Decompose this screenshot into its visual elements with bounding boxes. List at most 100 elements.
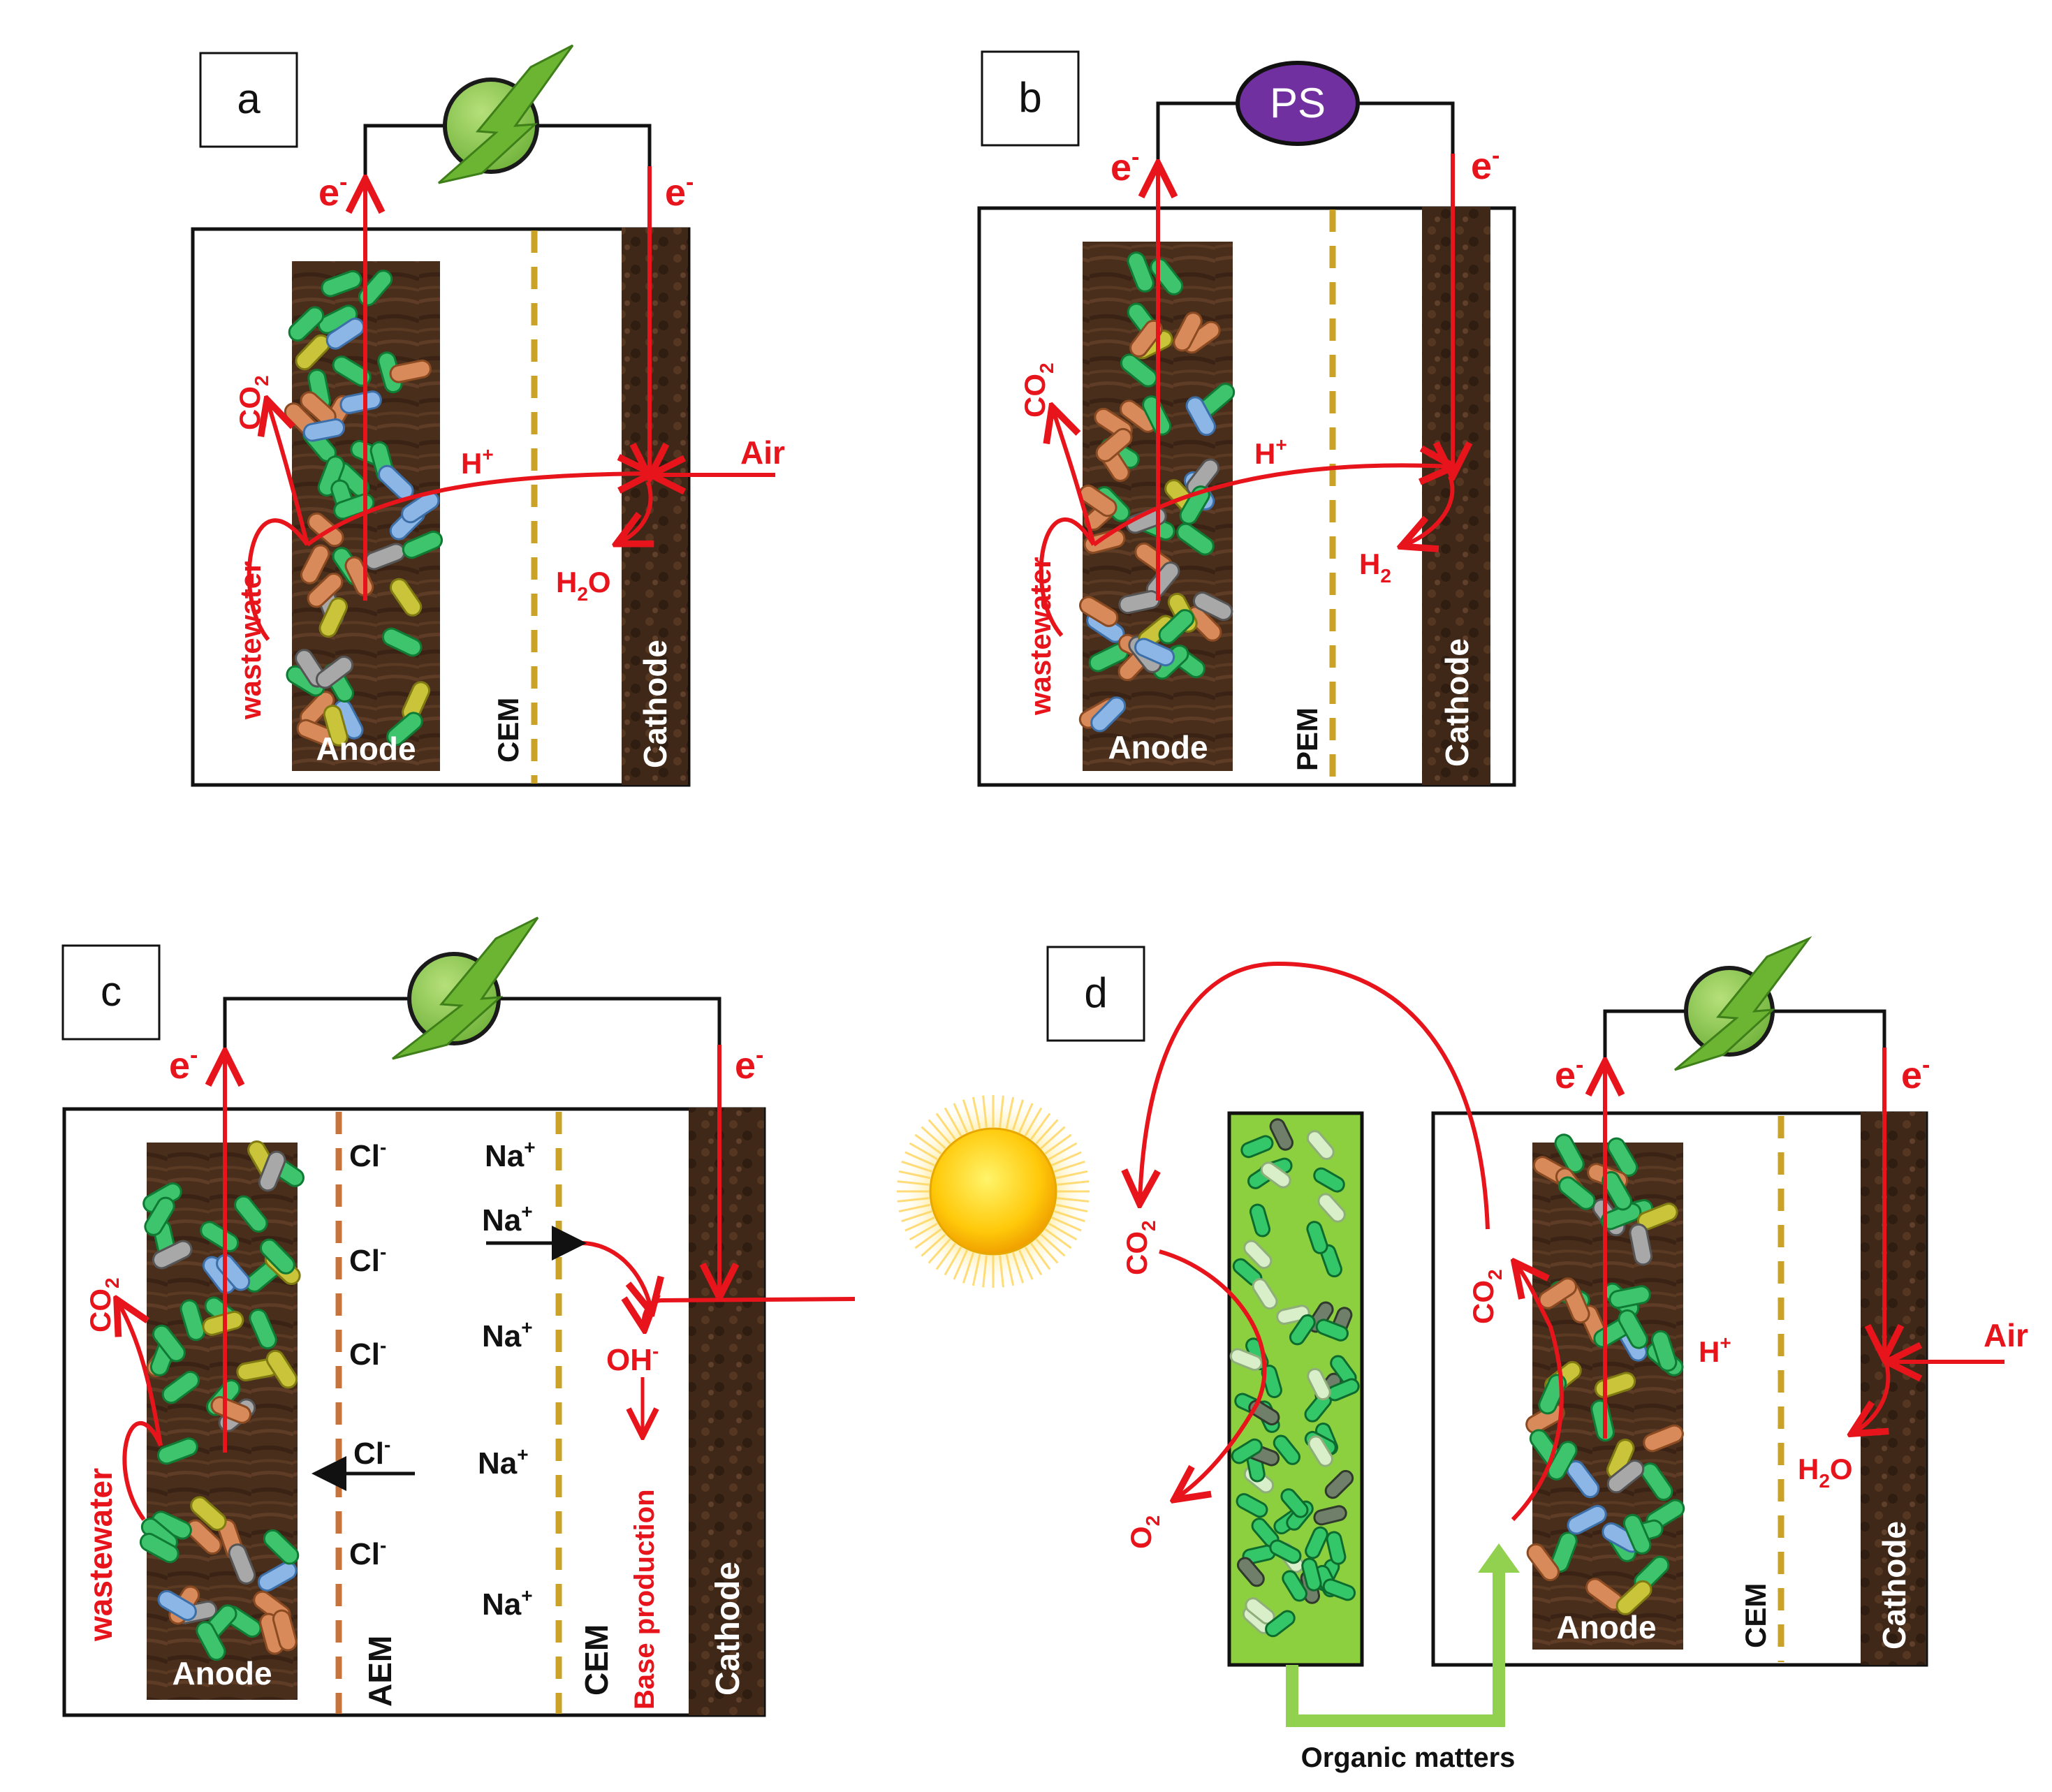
- co2-label: CO2: [233, 375, 272, 430]
- anode-label: Anode: [172, 1655, 272, 1691]
- microbe-cell: [1173, 311, 1203, 352]
- chloride-ion-label: Cl-: [349, 1241, 386, 1278]
- microbe-cell: [1590, 1400, 1615, 1442]
- power-source: [392, 916, 539, 1060]
- air-label: Air: [1984, 1317, 2028, 1353]
- anode-label: Anode: [1108, 729, 1208, 765]
- microbe-cell: [402, 530, 444, 559]
- sun-ray: [1054, 1160, 1085, 1173]
- sun-ray: [1044, 1228, 1072, 1249]
- water-product-label: H2O: [556, 566, 611, 605]
- cathode-label: Cathode: [710, 1562, 747, 1696]
- co2-release-arrow: [268, 404, 309, 545]
- sun-ray: [1012, 1099, 1025, 1131]
- co2-label: CO2: [1018, 362, 1057, 418]
- microbe-cell: [386, 712, 423, 747]
- sodium-ion-label: Na+: [482, 1316, 533, 1353]
- water-formation-arrow: [620, 481, 651, 542]
- cathode: [689, 1108, 764, 1715]
- microbe-cell: [1243, 1240, 1273, 1270]
- wastewater-label: wastewater: [82, 1468, 119, 1642]
- oxygen-release-arrow: [1159, 1249, 1267, 1497]
- sun-ray: [1051, 1217, 1082, 1232]
- sun-ray: [897, 1197, 930, 1203]
- hydrogen-evolution-arrow: [1405, 475, 1455, 545]
- sun-ray: [1035, 1119, 1059, 1145]
- microbe-cell: [1176, 522, 1215, 556]
- microbe-cell: [190, 1496, 227, 1532]
- microbe-cell: [1526, 1543, 1560, 1582]
- base-production-label: Base production: [629, 1489, 660, 1710]
- panel-letter: c: [101, 968, 122, 1015]
- microbe-cell: [265, 1349, 298, 1389]
- microbe-cell: [161, 1370, 200, 1404]
- microbe-cell: [1240, 1135, 1274, 1159]
- panel-c: c Anode AEM CEM Cathode e- e- CO2 wastew…: [61, 916, 856, 1717]
- co2-recycle-arrow: [1140, 961, 1490, 1230]
- microbe-cell: [1236, 1493, 1268, 1518]
- cathode-label: Cathode: [1439, 638, 1475, 767]
- microbe-cell: [179, 1299, 206, 1342]
- cathode: [1422, 207, 1490, 785]
- microbe-cell: [157, 1589, 197, 1622]
- microbe-cell: [249, 1308, 277, 1350]
- sun-ray: [1029, 1112, 1051, 1140]
- microbe-cell: [1078, 484, 1117, 517]
- sun-ray: [982, 1095, 988, 1128]
- lightning-bolt-icon: [438, 44, 574, 184]
- microbe-cell: [1273, 1434, 1300, 1465]
- cathode: [622, 228, 688, 785]
- lightning-bolt-icon: [392, 916, 539, 1060]
- sodium-ion-label: Na+: [482, 1200, 533, 1237]
- microbe-cell: [1192, 592, 1233, 622]
- sun-ray: [928, 1119, 951, 1145]
- proton-label: H+: [1254, 434, 1287, 470]
- microbe-cell: [1179, 485, 1210, 525]
- sun-ray: [914, 1133, 942, 1155]
- microbe-cell: [300, 544, 330, 585]
- microbe-cell: [318, 597, 349, 638]
- sun-ray: [1024, 1107, 1043, 1137]
- microbe-cell: [1618, 1309, 1648, 1349]
- electron-label-right: e-: [665, 169, 694, 214]
- lightning-bolt-icon: [1674, 936, 1812, 1071]
- chloride-ion-label: Cl-: [349, 1534, 386, 1571]
- sun-ray: [999, 1255, 1004, 1288]
- microbe-cell: [1606, 1460, 1645, 1494]
- microbe-cell: [144, 1196, 175, 1236]
- panel-letter-box: [1046, 946, 1145, 1042]
- sun-ray: [928, 1238, 951, 1264]
- hydrogen-product-label: H2: [1359, 548, 1391, 587]
- microbe-cell: [358, 270, 393, 307]
- microbe-cell: [272, 1609, 298, 1652]
- microbe-cell: [156, 1437, 198, 1465]
- wastewater-flow: [1039, 517, 1096, 637]
- microbe-cell: [1306, 1130, 1335, 1161]
- microbe-cell: [196, 1621, 226, 1661]
- co2-release-arrow: [119, 1303, 163, 1446]
- microbe-cell: [257, 1561, 298, 1592]
- microbe-cell: [1269, 1118, 1294, 1151]
- microbe-cell: [1120, 353, 1158, 388]
- microbe-cell: [1134, 638, 1175, 667]
- microbe-cell: [1567, 1504, 1607, 1535]
- panel-a: a Anode CEM Cathode e- e- CO2 wastewater…: [191, 44, 785, 787]
- microbe-cell: [1079, 596, 1119, 627]
- microbe-cell: [1280, 1488, 1309, 1518]
- sun-ray: [904, 1217, 935, 1232]
- membrane-label: CEM: [1739, 1583, 1772, 1648]
- sun-ray: [1051, 1151, 1082, 1166]
- cem-label: CEM: [578, 1624, 615, 1696]
- microbe-cell: [1236, 1557, 1265, 1587]
- sun-ray: [1054, 1210, 1085, 1223]
- sun-ray: [1044, 1133, 1072, 1155]
- sun-ray: [1024, 1246, 1043, 1276]
- microbe-cell: [1158, 609, 1195, 645]
- sun-ray: [1005, 1096, 1015, 1129]
- sun-ray: [909, 1222, 939, 1241]
- sun-ray: [914, 1228, 942, 1249]
- o2-label: O2: [1124, 1515, 1164, 1549]
- microbe-cell: [1249, 1203, 1271, 1237]
- sun-ray: [1055, 1203, 1088, 1213]
- microbe-cell: [1629, 1223, 1653, 1266]
